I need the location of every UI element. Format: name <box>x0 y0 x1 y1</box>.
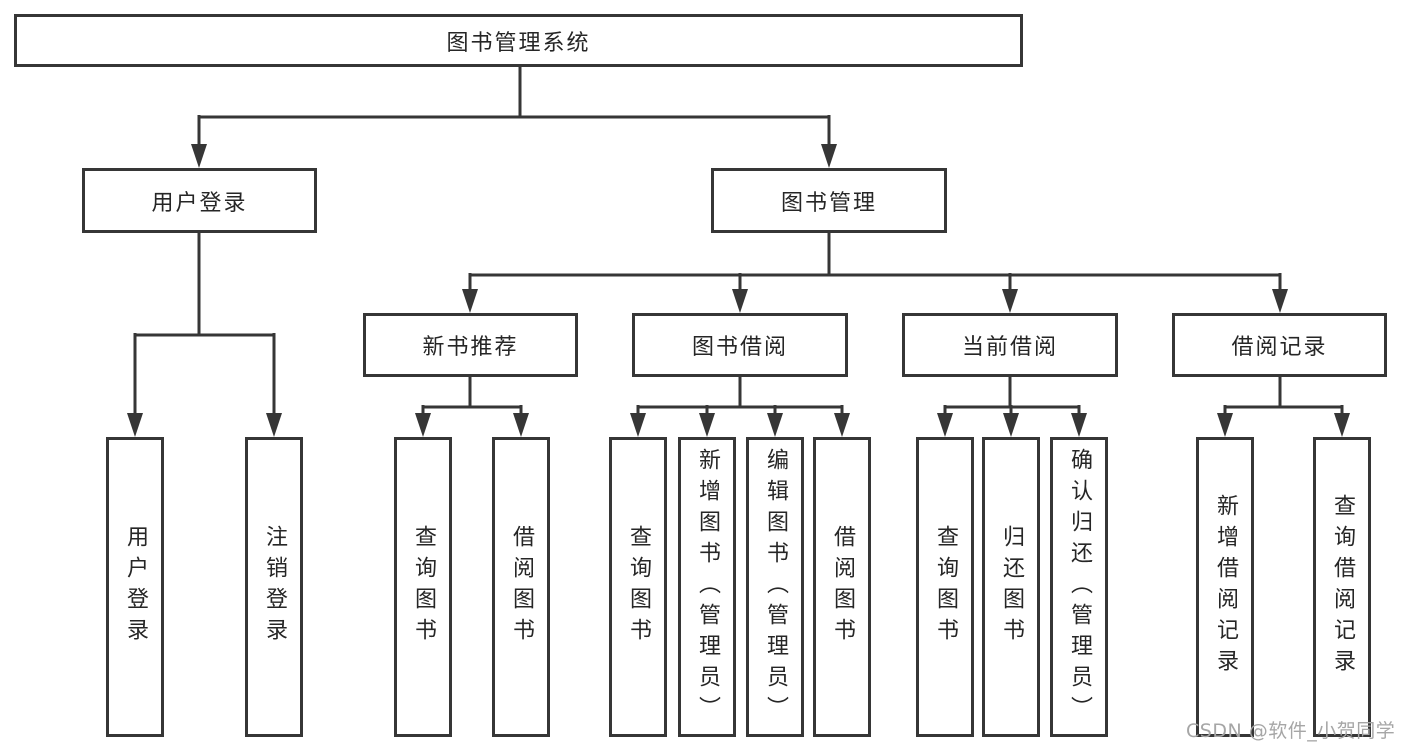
arrowhead-icon <box>732 289 748 313</box>
connector-user-login-to-leaves <box>133 233 276 417</box>
node-leaf-return-books: 归还图书 <box>982 437 1040 737</box>
arrowhead-icon <box>699 413 715 437</box>
arrowhead-icon <box>834 413 850 437</box>
connector-current-borrow-to-leaves <box>943 377 1081 419</box>
arrowhead-icon <box>462 289 478 313</box>
node-leaf-add-borrow-record: 新增借阅记录 <box>1196 437 1254 737</box>
arrowhead-icon <box>266 413 282 437</box>
connector-borrow-record-to-leaves <box>1223 377 1344 419</box>
node-leaf-logout: 注销登录 <box>245 437 303 737</box>
node-leaf-query-borrow-record: 查询借阅记录 <box>1313 437 1371 737</box>
arrowhead-icon <box>937 413 953 437</box>
node-book-management: 图书管理 <box>711 168 947 233</box>
arrowhead-icon <box>1217 413 1233 437</box>
node-user-login: 用户登录 <box>82 168 317 233</box>
arrowhead-icon <box>630 413 646 437</box>
connector-root-to-level2 <box>197 66 831 148</box>
arrowhead-icon <box>767 413 783 437</box>
arrowhead-icon <box>1002 289 1018 313</box>
node-book-borrowing: 图书借阅 <box>632 313 848 377</box>
arrowhead-icon <box>821 144 837 168</box>
arrowheads <box>127 144 1350 437</box>
node-leaf-query-books-current: 查询图书 <box>916 437 974 737</box>
arrowhead-icon <box>1071 413 1087 437</box>
node-leaf-query-books-recommend: 查询图书 <box>394 437 452 737</box>
node-leaf-borrow-books-recommend: 借阅图书 <box>492 437 550 737</box>
arrowhead-icon <box>191 144 207 168</box>
arrowhead-icon <box>1334 413 1350 437</box>
arrowhead-icon <box>127 413 143 437</box>
connector-new-book-to-leaves <box>421 377 523 419</box>
arrowhead-icon <box>1272 289 1288 313</box>
node-leaf-query-books-borrow: 查询图书 <box>609 437 667 737</box>
node-leaf-add-books-admin: 新增图书（管理员） <box>678 437 736 737</box>
arrowhead-icon <box>513 413 529 437</box>
node-leaf-user-login: 用户登录 <box>106 437 164 737</box>
node-library-management-system: 图书管理系统 <box>14 14 1023 67</box>
node-current-borrowing: 当前借阅 <box>902 313 1118 377</box>
arrowhead-icon <box>415 413 431 437</box>
arrowhead-icon <box>1003 413 1019 437</box>
node-leaf-confirm-return-admin: 确认归还（管理员） <box>1050 437 1108 737</box>
node-borrowing-records: 借阅记录 <box>1172 313 1387 377</box>
node-new-book-recommend: 新书推荐 <box>363 313 578 377</box>
node-leaf-borrow-books: 借阅图书 <box>813 437 871 737</box>
connector-book-borrow-to-leaves <box>636 377 844 419</box>
csdn-watermark: CSDN @软件_小贺同学 <box>1186 720 1396 742</box>
connector-book-mgmt-to-level3 <box>468 232 1282 293</box>
node-leaf-edit-books-admin: 编辑图书（管理员） <box>746 437 804 737</box>
